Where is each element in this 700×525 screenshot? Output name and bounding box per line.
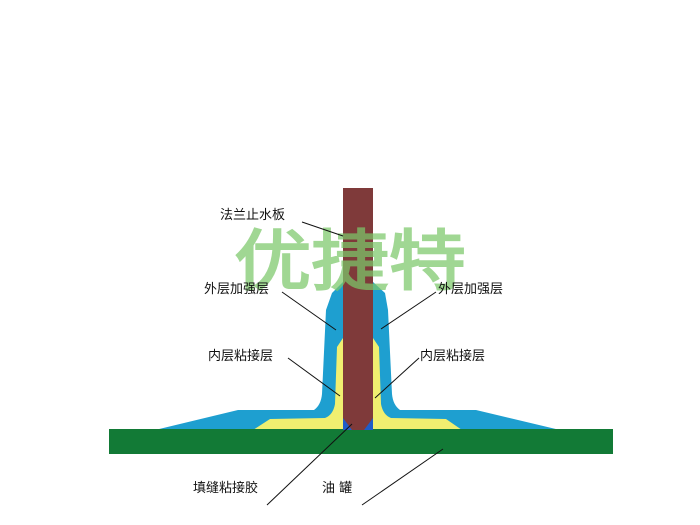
label-inner-bond-left: 内层粘接层 [208,348,273,364]
label-gap-fill: 填缝粘接胶 [193,480,258,496]
label-outer-reinforce-right: 外层加强层 [438,282,503,297]
watermark-text: 优捷特 [234,223,466,300]
leader-gap-fill [266,423,353,506]
inner-bond-layer [253,338,462,430]
gap-fill-adhesive [343,418,373,430]
label-inner-bond-right: 内层粘接层 [420,348,485,364]
label-oil-tank: 油 罐 [322,481,352,496]
leader-inner-left [287,357,341,397]
leader-outer-right [380,291,437,330]
label-outer-reinforce-left: 外层加强层 [204,282,269,297]
leader-flange-plate [301,221,344,237]
flange-plate [343,188,373,430]
leader-inner-right [374,357,420,399]
leader-outer-left [281,291,337,331]
leader-tank [361,448,444,506]
label-flange-plate: 法兰止水板 [220,208,285,223]
watermark: 优捷特 [234,223,466,300]
oil-tank-base [109,429,613,454]
